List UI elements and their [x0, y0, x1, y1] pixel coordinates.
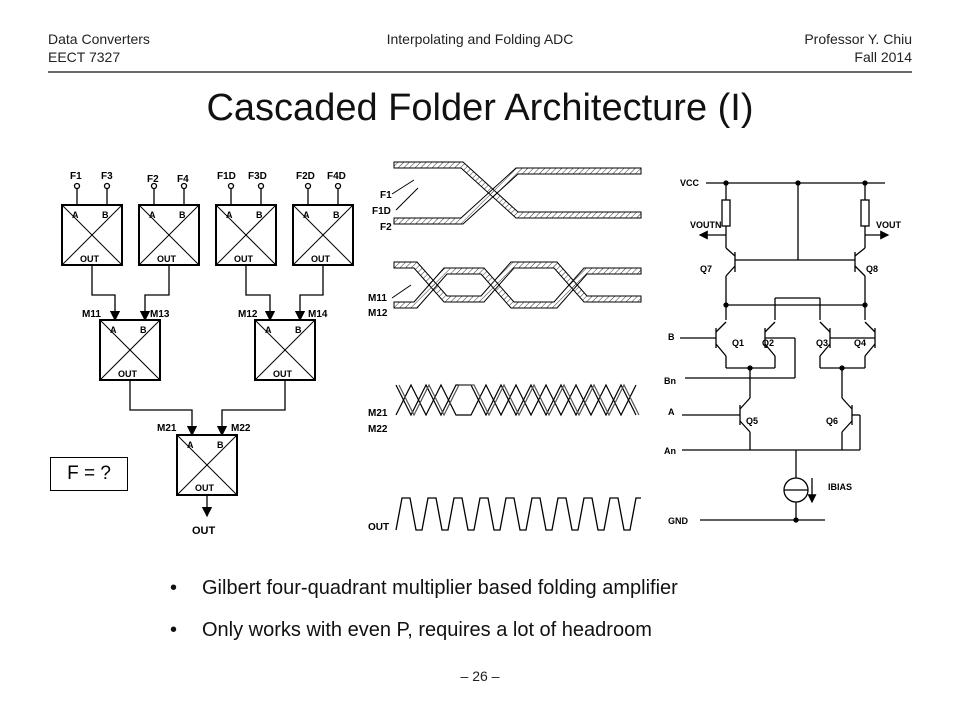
- svg-text:M12: M12: [368, 308, 388, 319]
- course-code: EECT 7327: [48, 49, 121, 65]
- svg-text:B: B: [668, 332, 675, 342]
- svg-text:OUT: OUT: [273, 369, 293, 379]
- mid-signal: M11: [82, 309, 101, 320]
- header-divider: [48, 71, 912, 73]
- svg-text:A: A: [668, 407, 675, 417]
- waveform-output: [395, 497, 641, 531]
- svg-text:VOUT: VOUT: [876, 220, 902, 230]
- folding-waveforms: F1 F1D F2 M11 M12 M21 M22 OUT: [368, 161, 642, 533]
- mid-signal: M12: [238, 309, 258, 320]
- svg-text:Q1: Q1: [732, 338, 744, 348]
- svg-text:A: A: [187, 440, 194, 450]
- mid-signal: M13: [150, 309, 170, 320]
- waveform-stage-2: [393, 261, 642, 309]
- input-label: F3: [101, 171, 113, 182]
- folder-cell: A B OUT: [176, 434, 238, 496]
- svg-text:B: B: [217, 440, 224, 450]
- folder-cell: A B OUT: [292, 204, 354, 266]
- folder-cell: A B OUT: [99, 319, 161, 381]
- final-signal: M22: [231, 423, 251, 434]
- svg-text:OUT: OUT: [157, 254, 177, 264]
- svg-text:B: B: [295, 325, 302, 335]
- svg-text:Q6: Q6: [826, 416, 838, 426]
- bullet-marker: •: [170, 619, 178, 641]
- svg-text:IBIAS: IBIAS: [828, 482, 852, 492]
- svg-text:Q8: Q8: [866, 264, 878, 274]
- svg-text:B: B: [102, 210, 109, 220]
- svg-text:OUT: OUT: [118, 369, 138, 379]
- bullet-marker: •: [170, 577, 178, 599]
- svg-text:OUT: OUT: [195, 483, 215, 493]
- svg-text:A: A: [226, 210, 233, 220]
- page-number: – 26 –: [460, 668, 500, 684]
- svg-text:OUT: OUT: [234, 254, 254, 264]
- folder-cell: A B OUT: [138, 204, 200, 266]
- svg-text:An: An: [664, 446, 676, 456]
- final-signal: M21: [157, 423, 177, 434]
- bullet-item: • Gilbert four-quadrant multiplier based …: [170, 576, 678, 600]
- svg-text:B: B: [256, 210, 263, 220]
- svg-text:A: A: [265, 325, 272, 335]
- svg-text:B: B: [140, 325, 147, 335]
- svg-text:VOUTN: VOUTN: [690, 220, 722, 230]
- svg-text:OUT: OUT: [311, 254, 331, 264]
- svg-text:OUT: OUT: [368, 522, 389, 533]
- gilbert-cell-schematic: VCC VOUTN VOUT Q7 Q8 Q1 Q2 Q3 Q4 Q5 Q6 B…: [664, 178, 902, 526]
- svg-text:B: B: [179, 210, 186, 220]
- folder-cell: A B OUT: [61, 204, 123, 266]
- svg-text:F1D: F1D: [372, 206, 391, 217]
- mid-signal: M14: [308, 309, 328, 320]
- svg-text:Bn: Bn: [664, 376, 676, 386]
- slide-title: Cascaded Folder Architecture (I): [206, 87, 754, 129]
- input-label: F1D: [217, 171, 236, 182]
- bullet-item: • Only works with even P, requires a lot …: [170, 618, 652, 642]
- input-label: F4D: [327, 171, 346, 182]
- svg-text:M22: M22: [368, 424, 388, 435]
- svg-text:VCC: VCC: [680, 178, 700, 188]
- svg-text:Q3: Q3: [816, 338, 828, 348]
- svg-text:A: A: [110, 325, 117, 335]
- folder-cell: A B OUT: [254, 319, 316, 381]
- input-label: F1: [70, 171, 82, 182]
- svg-text:A: A: [72, 210, 79, 220]
- frequency-question-box: F = ?: [50, 457, 128, 491]
- instructor: Professor Y. Chiu: [804, 31, 912, 47]
- waveform-stage-1: F1 F1D F2: [372, 161, 642, 233]
- bullet-text: Only works with even P, requires a lot o…: [202, 619, 652, 641]
- svg-text:M11: M11: [368, 293, 387, 304]
- course-name: Data Converters: [48, 31, 150, 47]
- svg-text:OUT: OUT: [80, 254, 100, 264]
- input-label: F3D: [248, 171, 267, 182]
- svg-text:M21: M21: [368, 408, 388, 419]
- svg-text:Q4: Q4: [854, 338, 866, 348]
- svg-text:Q5: Q5: [746, 416, 758, 426]
- tree-output-label: OUT: [192, 525, 216, 537]
- svg-text:A: A: [303, 210, 310, 220]
- bullet-text: Gilbert four-quadrant multiplier based f…: [202, 577, 678, 599]
- input-label: F2D: [296, 171, 315, 182]
- svg-text:Q2: Q2: [762, 338, 774, 348]
- svg-text:B: B: [333, 210, 340, 220]
- input-label: F4: [177, 174, 189, 185]
- svg-text:A: A: [149, 210, 156, 220]
- svg-text:Q7: Q7: [700, 264, 712, 274]
- svg-text:F1: F1: [380, 190, 392, 201]
- folder-cell: A B OUT: [215, 204, 277, 266]
- input-label: F2: [147, 174, 159, 185]
- svg-text:F2: F2: [380, 222, 392, 233]
- slide-topic: Interpolating and Folding ADC: [386, 31, 574, 47]
- svg-text:GND: GND: [668, 516, 689, 526]
- waveform-stage-3: [395, 383, 640, 417]
- term: Fall 2014: [854, 49, 912, 65]
